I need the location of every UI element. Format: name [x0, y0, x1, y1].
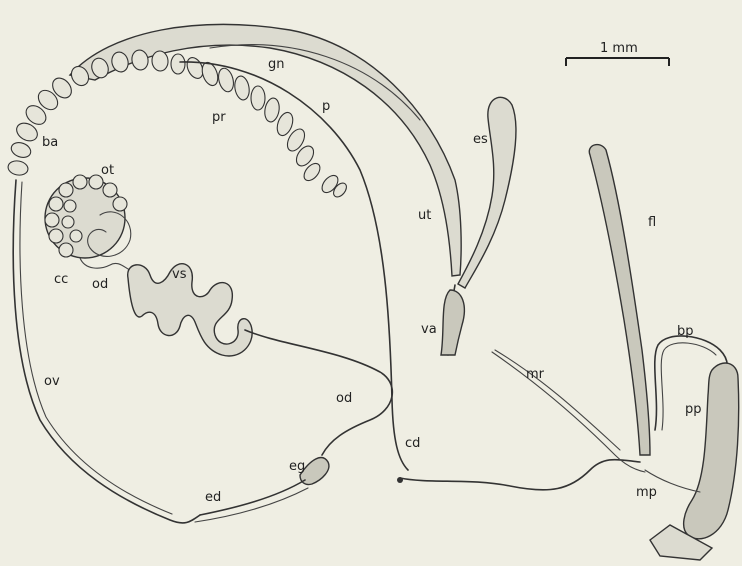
- label-cc: cc: [54, 272, 68, 287]
- vagina-va: [441, 290, 464, 355]
- ovotestis-ot: [45, 175, 131, 258]
- seminal-vesicle-vs: [128, 264, 252, 356]
- common-duct-cd: [400, 460, 640, 490]
- label-bp: bp: [677, 324, 694, 339]
- scale-bar-label: 1 mm: [600, 41, 638, 56]
- label-ba: ba: [42, 135, 58, 150]
- label-mr: mr: [526, 367, 545, 382]
- label-es: es: [473, 132, 488, 147]
- label-vs: vs: [172, 267, 187, 282]
- label-od-1: od: [92, 277, 108, 292]
- cd-endpoint: [397, 477, 403, 483]
- retractor-muscle-mr: [492, 352, 645, 472]
- label-od-2: od: [336, 391, 352, 406]
- label-eg: eg: [289, 459, 305, 474]
- flagellum-fl: [589, 145, 650, 455]
- label-ot: ot: [101, 163, 114, 178]
- label-ed: ed: [205, 490, 221, 505]
- scale-bar: 1 mm: [566, 41, 669, 66]
- label-cd: cd: [405, 436, 420, 451]
- label-pp: pp: [685, 402, 702, 417]
- label-fl: fl: [648, 215, 656, 230]
- label-mp: mp: [636, 485, 657, 500]
- penis-pp: [684, 363, 739, 539]
- spermatheca-es: [458, 97, 516, 288]
- label-ov: ov: [44, 374, 60, 389]
- bursa-lobes: [7, 49, 185, 177]
- hermaphrodite-duct-od: [80, 258, 130, 270]
- retractor-muscle-mr-2: [495, 350, 620, 450]
- prostate-lobes: [184, 55, 349, 199]
- sperm-duct-od: [245, 330, 392, 455]
- label-ut: ut: [418, 208, 431, 223]
- label-pr: pr: [212, 110, 226, 125]
- label-p: p: [322, 99, 330, 114]
- label-va: va: [421, 322, 437, 337]
- label-gn: gn: [268, 57, 285, 72]
